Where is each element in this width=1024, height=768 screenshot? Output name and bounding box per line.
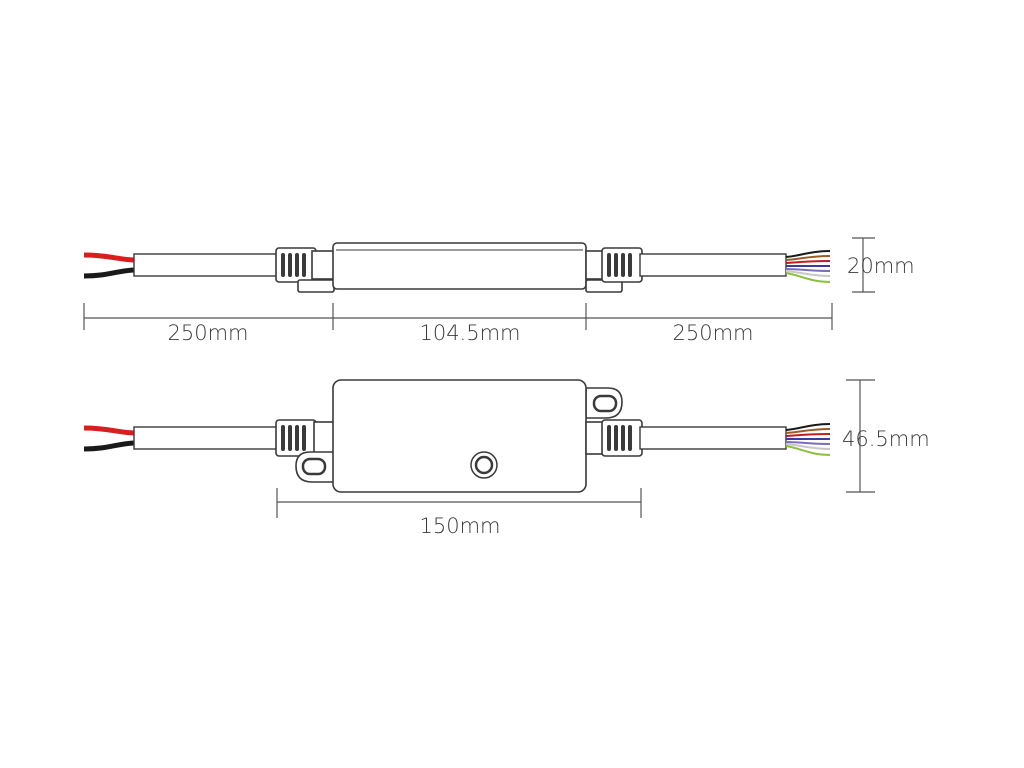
power-wires-left-2: [83, 425, 137, 452]
dim-height-top: 46.5mm: [842, 427, 930, 451]
left-connector: [275, 247, 335, 293]
top-height-dimension: [852, 237, 875, 293]
left-cable: [133, 253, 281, 277]
right-cable-2: [639, 426, 787, 450]
bottom-height-dimension: [846, 379, 875, 493]
mount-tab-right: [585, 387, 623, 419]
dim-left-cable-length: 250mm: [168, 321, 249, 345]
controller-body-top: [332, 379, 587, 493]
mount-tab-left: [295, 451, 337, 483]
output-wires-right-2: [785, 423, 831, 456]
top-view: 150mm 46.5mm: [83, 379, 930, 538]
top-dimension-line: [83, 303, 833, 330]
right-connector-2: [585, 419, 643, 457]
output-wires-right: [785, 250, 831, 283]
left-cable-2: [133, 426, 281, 450]
dim-height-side: 20mm: [847, 254, 915, 278]
control-button-icon: [470, 451, 498, 479]
left-connector-2: [275, 419, 337, 457]
dim-body-length: 104.5mm: [419, 321, 520, 345]
side-view: 250mm 104.5mm 250mm 20mm: [83, 237, 915, 345]
right-connector: [585, 247, 643, 293]
dim-right-cable-length: 250mm: [673, 321, 754, 345]
power-wires-left: [83, 252, 137, 279]
controller-body-side: [332, 242, 587, 290]
bottom-width-dimension: [276, 488, 642, 518]
right-cable: [639, 253, 787, 277]
dim-overall-width: 150mm: [420, 514, 501, 538]
